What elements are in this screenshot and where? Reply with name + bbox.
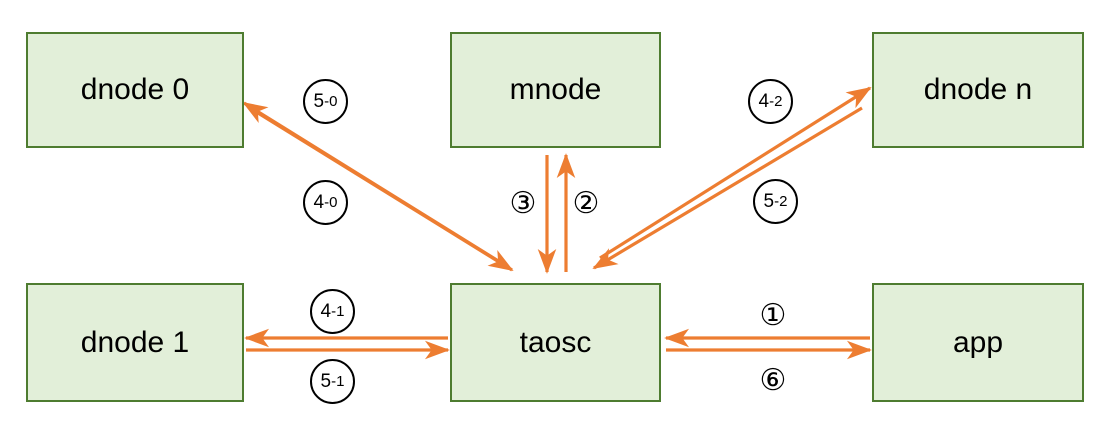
step-marker-sub: -2	[774, 193, 788, 210]
node-dnode0[interactable]: dnode 0	[26, 32, 244, 148]
step-marker-4-1: 4-1	[310, 289, 355, 334]
step-marker-3: ③	[509, 186, 537, 221]
step-marker-5-1: 5-1	[310, 359, 355, 404]
step-marker-5-0: 5-0	[303, 79, 348, 124]
arrow-4-0	[257, 111, 514, 272]
node-label: mnode	[509, 73, 602, 106]
step-marker-sub: -0	[324, 93, 338, 110]
node-label: dnode n	[923, 73, 1033, 106]
step-marker-main: 5	[313, 91, 325, 112]
step-marker-main: 4	[313, 192, 325, 213]
node-app[interactable]: app	[872, 283, 1084, 402]
arrow-4-2	[599, 86, 872, 260]
step-marker-main: 5	[763, 191, 775, 212]
step-marker-sub: -1	[331, 303, 345, 320]
node-mnode[interactable]: mnode	[450, 32, 661, 148]
step-marker-main: 5	[320, 371, 332, 392]
node-dnode1[interactable]: dnode 1	[26, 283, 244, 402]
step-marker-4-0: 4-0	[303, 180, 348, 225]
node-label: taosc	[519, 325, 592, 359]
node-taosc[interactable]: taosc	[450, 283, 661, 402]
step-marker-sub: -0	[324, 194, 338, 211]
node-dnoden[interactable]: dnode n	[872, 32, 1084, 148]
step-marker-6: ⑥	[759, 363, 787, 398]
step-marker-sub: -1	[331, 373, 345, 390]
node-label: dnode 0	[80, 73, 190, 106]
step-marker-2: ②	[572, 186, 600, 221]
step-marker-sub: -2	[769, 93, 783, 110]
step-marker-4-2: 4-2	[748, 79, 793, 124]
node-label: dnode 1	[80, 325, 190, 359]
step-marker-main: 4	[320, 301, 332, 322]
step-marker-5-2: 5-2	[753, 179, 798, 224]
node-label: app	[952, 325, 1004, 359]
arrow-5-2	[592, 106, 863, 270]
step-marker-main: 4	[758, 91, 770, 112]
step-marker-1: ①	[759, 298, 787, 333]
